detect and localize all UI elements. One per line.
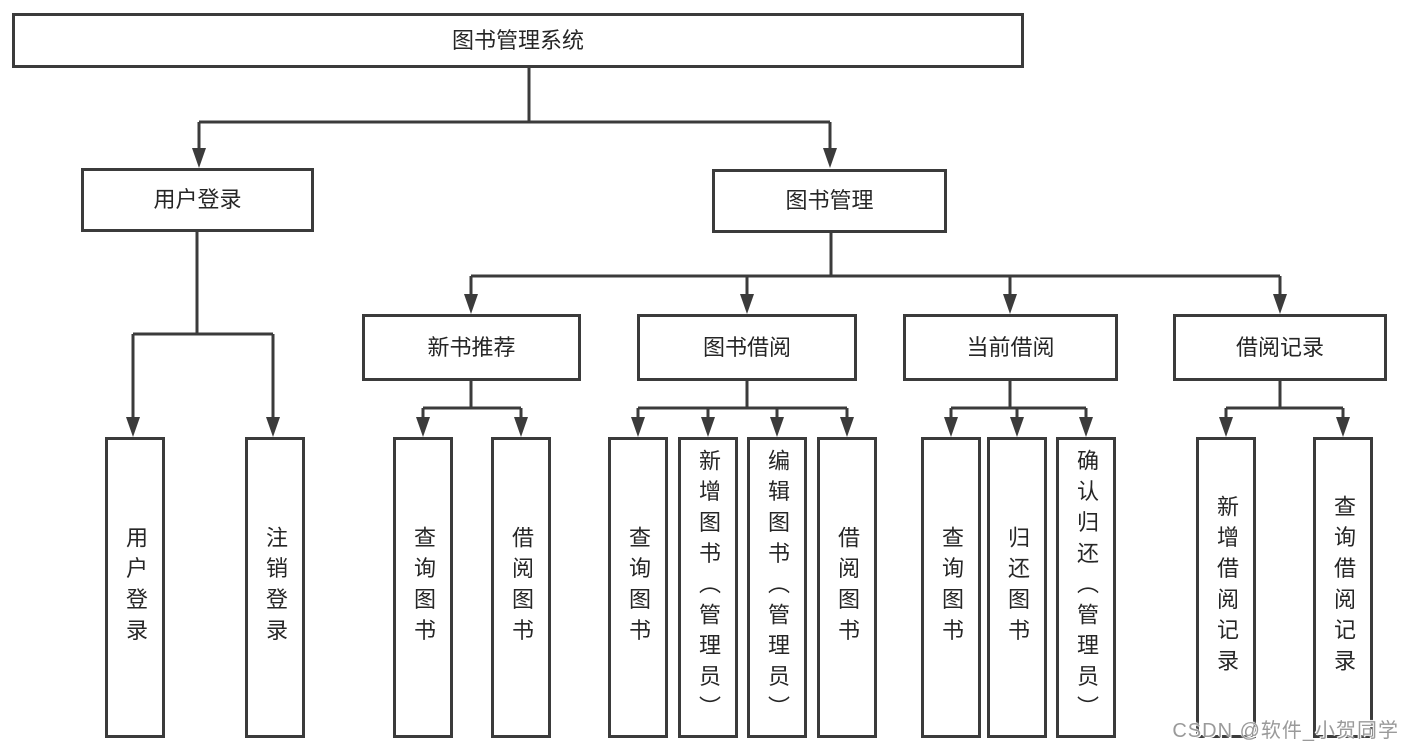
node-current-borrowing: 当前借阅 — [903, 314, 1118, 381]
node-root-system: 图书管理系统 — [12, 13, 1024, 68]
leaf-logout-label: 注销登录 — [263, 525, 288, 650]
leaf-query-borrow-record: 查询借阅记录 — [1313, 437, 1373, 738]
node-book-borrowing: 图书借阅 — [637, 314, 857, 381]
leaf-borrow-books-recommend-label: 借阅图书 — [509, 525, 534, 650]
leaf-logout: 注销登录 — [245, 437, 305, 738]
leaf-query-books-current-label: 查询图书 — [939, 525, 964, 650]
leaf-borrow-books-borrowing: 借阅图书 — [817, 437, 877, 738]
node-root-label: 图书管理系统 — [451, 27, 584, 53]
node-book-management: 图书管理 — [712, 169, 947, 233]
leaf-query-books-borrowing: 查询图书 — [608, 437, 668, 738]
node-book-management-label: 图书管理 — [785, 188, 874, 213]
leaf-user-login: 用户登录 — [105, 437, 165, 738]
connector-recommend-to-leaves — [421, 381, 523, 419]
leaf-query-books-recommend-label: 查询图书 — [411, 525, 436, 650]
node-book-borrowing-label: 图书借阅 — [702, 334, 791, 360]
node-new-book-recommendation: 新书推荐 — [362, 314, 581, 381]
connector-records-to-leaves — [1224, 381, 1345, 419]
node-borrowing-records-label: 借阅记录 — [1235, 334, 1324, 360]
connector-root-to-level2 — [197, 68, 832, 150]
connector-borrowing-to-leaves — [636, 381, 849, 419]
leaf-user-login-label: 用户登录 — [123, 525, 148, 650]
leaf-edit-books-admin-label: 编辑图书（管理员） — [765, 448, 790, 727]
leaf-add-books-admin-label: 新增图书（管理员） — [696, 448, 721, 727]
node-user-login-label: 用户登录 — [153, 187, 242, 212]
leaf-query-borrow-record-label: 查询借阅记录 — [1331, 495, 1356, 680]
leaf-borrow-books-recommend: 借阅图书 — [491, 437, 551, 738]
node-user-login: 用户登录 — [81, 168, 314, 232]
leaf-add-borrow-record: 新增借阅记录 — [1196, 437, 1256, 738]
leaf-return-books: 归还图书 — [987, 437, 1047, 738]
node-new-book-recommendation-label: 新书推荐 — [427, 334, 516, 360]
leaf-confirm-return-admin: 确认归还（管理员） — [1056, 437, 1116, 738]
leaf-query-books-recommend: 查询图书 — [393, 437, 453, 738]
leaf-add-books-admin: 新增图书（管理员） — [678, 437, 738, 738]
leaf-add-borrow-record-label: 新增借阅记录 — [1214, 495, 1239, 680]
leaf-query-books-borrowing-label: 查询图书 — [626, 525, 651, 650]
leaf-borrow-books-borrowing-label: 借阅图书 — [835, 525, 860, 650]
node-borrowing-records: 借阅记录 — [1173, 314, 1387, 381]
connector-user-login-to-leaves — [131, 232, 275, 419]
connector-book-management-to-level3 — [469, 233, 1282, 296]
watermark: CSDN @软件_小贺同学 — [1172, 720, 1399, 742]
leaf-query-books-current: 查询图书 — [921, 437, 981, 738]
leaf-return-books-label: 归还图书 — [1005, 525, 1030, 650]
node-current-borrowing-label: 当前借阅 — [966, 334, 1055, 360]
leaf-edit-books-admin: 编辑图书（管理员） — [747, 437, 807, 738]
leaf-confirm-return-admin-label: 确认归还（管理员） — [1074, 448, 1099, 727]
connector-current-to-leaves — [949, 381, 1088, 419]
